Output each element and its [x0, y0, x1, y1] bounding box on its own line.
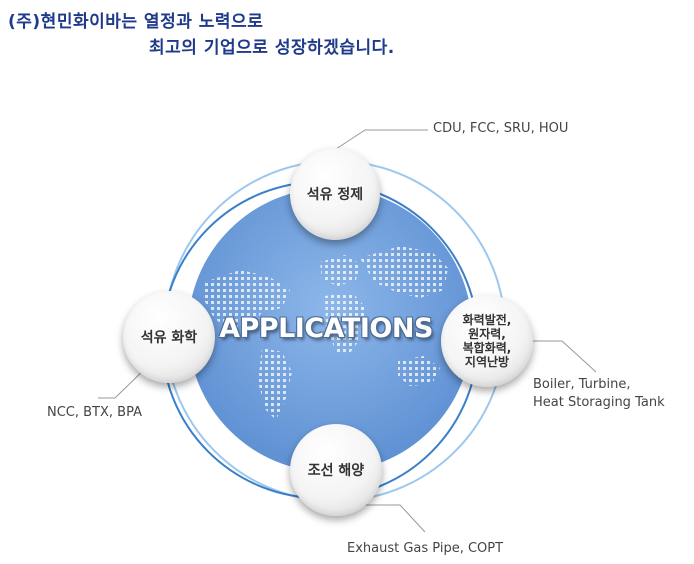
leader-power: [527, 340, 597, 373]
node-power-line-2: 원자력,: [468, 327, 506, 341]
node-petchem-title: 석유 화학: [140, 330, 198, 346]
label-marine: Exhaust Gas Pipe, COPT: [347, 541, 504, 556]
node-power-line-1: 화력발전,: [462, 313, 512, 327]
node-power-generation: 화력발전, 원자력, 복합화력, 지역난방: [441, 295, 533, 387]
node-power-line-4: 지역난방: [464, 355, 510, 369]
label-power: Boiler, Turbine, Heat Storaging Tank: [533, 376, 665, 412]
leader-refining: [332, 129, 428, 152]
node-shipbuilding-marine: 조선 해양: [290, 424, 382, 516]
node-power-line-3: 복합화력,: [462, 341, 512, 355]
world-map-dots: [204, 246, 448, 420]
node-petrochemical: 석유 화학: [123, 291, 215, 383]
label-power-line-1: Boiler, Turbine,: [533, 377, 631, 392]
leader-marine: [360, 504, 426, 533]
label-power-line-2: Heat Storaging Tank: [533, 395, 665, 410]
node-petroleum-refining: 석유 정제: [290, 148, 380, 240]
node-refining-title: 석유 정제: [306, 187, 364, 203]
leader-petchem: [98, 364, 150, 399]
applications-title: APPLICATIONS: [219, 313, 433, 344]
label-petrochemical: NCC, BTX, BPA: [47, 405, 142, 420]
label-refining: CDU, FCC, SRU, HOU: [433, 121, 569, 136]
headline-line-1: (주)현민화이바는 열정과 노력으로: [8, 12, 264, 32]
headline-line-2: 최고의 기업으로 성장하겠습니다.: [149, 38, 395, 58]
node-marine-title: 조선 해양: [307, 463, 365, 479]
